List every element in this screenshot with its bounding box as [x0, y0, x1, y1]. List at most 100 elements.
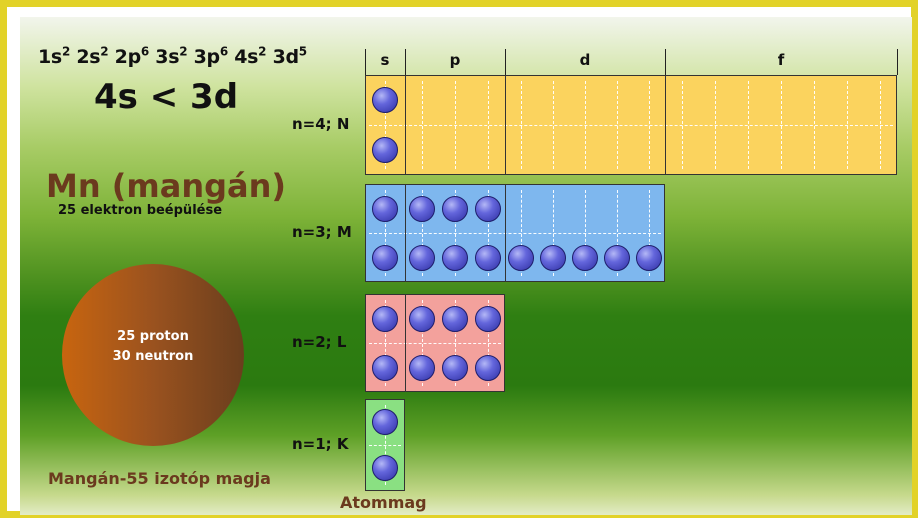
orbital-divider [617, 81, 618, 169]
nucleus-circle: 25 proton 30 neutron [62, 264, 244, 446]
config-orbital: 3d [272, 46, 300, 69]
config-orbital: 4s [234, 46, 259, 69]
electron [372, 245, 398, 271]
orbital-divider [385, 405, 386, 485]
shell-label: n=3; M [292, 223, 352, 241]
electron [604, 245, 630, 271]
orbital-divider [748, 81, 749, 169]
electron-configuration: 1s2 2s2 2p6 3s2 3p6 4s2 3d5 [38, 45, 307, 68]
orbital-divider [847, 81, 848, 169]
orbital-divider [585, 190, 586, 276]
electron [508, 245, 534, 271]
orbital-divider [521, 81, 522, 169]
element-subtitle: 25 elektron beépülése [58, 203, 223, 218]
electron [372, 196, 398, 222]
orbital-divider [649, 81, 650, 169]
orbital-divider [422, 81, 423, 169]
orbital-divider [385, 300, 386, 386]
orbital-divider [880, 81, 881, 169]
orbital-row-divider [369, 233, 661, 234]
config-term: 2s2 [76, 45, 109, 68]
config-term: 1s2 [38, 45, 70, 69]
column-divider [897, 49, 898, 75]
subshell-divider [405, 75, 406, 175]
slide-canvas: 1s2 2s2 2p6 3s2 3p6 4s2 3d5 4s < 3d Mn (… [20, 17, 912, 515]
orbital-divider [682, 81, 683, 169]
shell-label: n=1; K [292, 435, 349, 453]
subshell-header-s: s [380, 51, 390, 69]
neutron-count: 30 neutron [112, 349, 194, 364]
electron [475, 245, 501, 271]
electron [442, 196, 468, 222]
orbital-divider [385, 81, 386, 169]
electron [372, 137, 398, 163]
config-term: 3p6 [193, 45, 229, 69]
electron [409, 306, 435, 332]
shell-label: n=2; L [292, 333, 347, 351]
config-exponent: 2 [179, 45, 188, 59]
electron [372, 87, 398, 113]
shell-label: n=4; N [292, 115, 350, 133]
orbital-divider [521, 190, 522, 276]
orbital-divider [455, 300, 456, 386]
electron [475, 196, 501, 222]
orbital-divider [455, 81, 456, 169]
orbital-divider [488, 300, 489, 386]
orbital-divider [455, 190, 456, 276]
subshell-divider [405, 184, 406, 282]
electron [409, 245, 435, 271]
electron [442, 306, 468, 332]
orbital-divider [715, 81, 716, 169]
config-term: 3d5 [272, 45, 308, 69]
subshell-header-p: p [449, 51, 461, 69]
isotope-label: Mangán-55 izotóp magja [48, 469, 271, 488]
orbital-divider [553, 81, 554, 169]
column-divider [365, 49, 366, 75]
electron [442, 355, 468, 381]
config-orbital: 2p [114, 46, 142, 69]
electron [475, 306, 501, 332]
config-term: 3s2 [155, 45, 188, 69]
electron [409, 355, 435, 381]
column-divider [665, 49, 666, 75]
orbital-row-divider [369, 343, 501, 344]
orbital-divider [488, 81, 489, 169]
config-orbital: 3p [193, 46, 221, 69]
orbital-divider [585, 81, 586, 169]
config-exponent: 2 [100, 45, 109, 59]
config-exponent: 5 [298, 45, 307, 59]
orbital-divider [553, 190, 554, 276]
subshell-divider [665, 75, 666, 175]
subshell-header-f: f [777, 51, 785, 69]
config-orbital: 1s [38, 46, 62, 69]
electron [372, 306, 398, 332]
electron [442, 245, 468, 271]
config-exponent: 2 [61, 45, 70, 59]
orbital-divider [781, 81, 782, 169]
orbital-divider [649, 190, 650, 276]
config-term: 4s2 [234, 45, 267, 69]
config-exponent: 6 [219, 45, 228, 59]
electron [372, 455, 398, 481]
orbital-divider [488, 190, 489, 276]
electron [572, 245, 598, 271]
element-title: Mn (mangán) [46, 167, 287, 205]
orbital-divider [422, 300, 423, 386]
electron [540, 245, 566, 271]
energy-order-rule: 4s < 3d [94, 77, 239, 117]
subshell-divider [505, 184, 506, 282]
config-exponent: 2 [258, 45, 267, 59]
orbital-divider [814, 81, 815, 169]
column-divider [505, 49, 506, 75]
orbital-divider [422, 190, 423, 276]
subshell-divider [505, 75, 506, 175]
config-orbital: 3s [155, 46, 180, 69]
electron [372, 355, 398, 381]
orbital-divider [617, 190, 618, 276]
config-exponent: 6 [140, 45, 149, 59]
orbital-row-divider [369, 125, 893, 126]
proton-count: 25 proton [117, 329, 189, 344]
orbital-divider [385, 190, 386, 276]
